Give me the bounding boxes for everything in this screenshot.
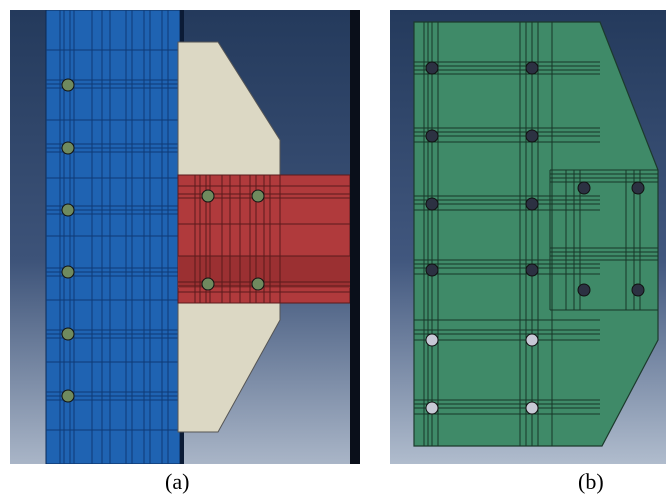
bolt-icon xyxy=(61,327,75,341)
end-plate-model xyxy=(390,10,666,464)
column-bolts xyxy=(61,78,75,403)
plate-bolts xyxy=(425,61,645,415)
caption-a: (a) xyxy=(165,469,190,494)
bolt-icon xyxy=(425,197,439,211)
beam-bolts xyxy=(201,189,265,291)
plate-mesh-lines xyxy=(414,22,658,446)
bolt-icon xyxy=(61,389,75,403)
bolt-icon xyxy=(201,189,215,203)
end-plate xyxy=(413,21,659,447)
bolt-icon xyxy=(631,283,645,297)
bolt-icon xyxy=(425,401,439,415)
bolt-icon xyxy=(425,129,439,143)
bolt-icon xyxy=(61,203,75,217)
right-edge-shadow xyxy=(350,10,360,464)
bolt-icon xyxy=(577,283,591,297)
bolt-icon xyxy=(577,181,591,195)
bolt-icon xyxy=(631,181,645,195)
bolt-icon xyxy=(525,197,539,211)
bolt-icon xyxy=(61,265,75,279)
bolt-icon xyxy=(61,78,75,92)
bolt-icon xyxy=(425,333,439,347)
bolt-icon xyxy=(251,277,265,291)
bolt-icon xyxy=(425,263,439,277)
bolt-icon xyxy=(525,263,539,277)
figure-panel-a xyxy=(10,10,360,464)
column-beam-connection-model xyxy=(10,10,360,464)
bolt-icon xyxy=(425,61,439,75)
bolt-icon xyxy=(525,333,539,347)
bolt-icon xyxy=(525,129,539,143)
bolt-icon xyxy=(61,141,75,155)
figure-panel-b xyxy=(390,10,666,464)
bolt-icon xyxy=(525,61,539,75)
bolt-icon xyxy=(525,401,539,415)
bolt-icon xyxy=(251,189,265,203)
caption-b: (b) xyxy=(578,469,604,494)
bolt-icon xyxy=(201,277,215,291)
